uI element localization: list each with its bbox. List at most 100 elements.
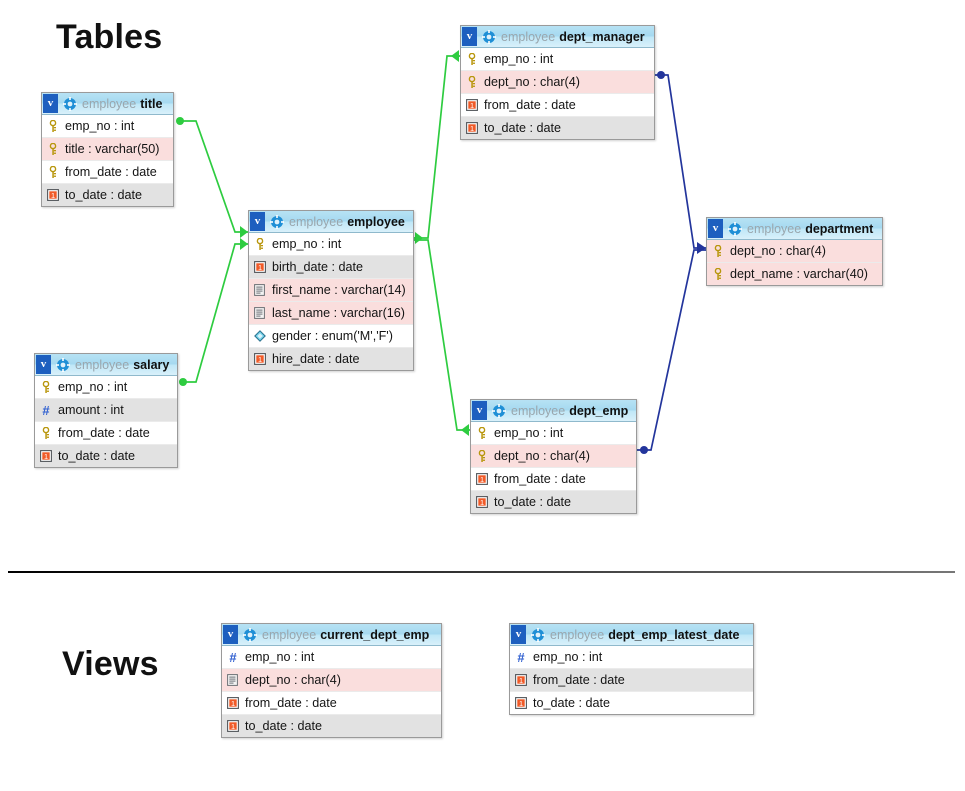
gear-icon — [270, 214, 284, 229]
column-row[interactable]: 1 from_date : date — [471, 468, 636, 491]
column-row[interactable]: dept_no : char(4) — [461, 71, 654, 94]
svg-text:1: 1 — [44, 452, 48, 461]
entity-columns: dept_no : char(4) dept_name : varchar(40) — [707, 240, 882, 285]
view-badge-icon: v — [250, 212, 265, 231]
column-label: to_date : date — [245, 719, 323, 733]
column-label: gender : enum('M','F') — [272, 329, 393, 343]
column-row[interactable]: #emp_no : int — [510, 646, 753, 669]
svg-text:1: 1 — [470, 124, 474, 133]
column-row[interactable]: emp_no : int — [249, 233, 413, 256]
gear-icon — [728, 221, 742, 236]
entity-name-label: title — [140, 96, 163, 111]
svg-text:1: 1 — [470, 101, 474, 110]
column-row[interactable]: #emp_no : int — [222, 646, 441, 669]
column-label: dept_no : char(4) — [730, 244, 826, 258]
column-row[interactable]: dept_no : char(4) — [707, 240, 882, 263]
column-row[interactable]: last_name : varchar(16) — [249, 302, 413, 325]
entity-columns: emp_no : int #amount : int from_date : dat… — [35, 376, 177, 467]
relationship-employee-title — [176, 117, 248, 238]
column-label: amount : int — [58, 403, 124, 417]
svg-text:1: 1 — [480, 475, 484, 484]
column-row[interactable]: emp_no : int — [461, 48, 654, 71]
entity-name-label: employee — [347, 214, 405, 229]
svg-text:1: 1 — [519, 676, 523, 685]
date-icon: 1 — [476, 472, 488, 486]
column-row[interactable]: emp_no : int — [42, 115, 173, 138]
column-row[interactable]: first_name : varchar(14) — [249, 279, 413, 302]
column-label: from_date : date — [494, 472, 586, 486]
text-icon — [254, 306, 266, 320]
relationship-dept_manager-department — [655, 71, 706, 254]
view-badge-icon: v — [511, 625, 526, 644]
column-row[interactable]: from_date : date — [42, 161, 173, 184]
column-row[interactable]: dept_name : varchar(40) — [707, 263, 882, 285]
key-icon — [712, 267, 724, 281]
section-divider — [8, 571, 955, 573]
column-label: birth_date : date — [272, 260, 364, 274]
date-icon: 1 — [227, 719, 239, 733]
column-row[interactable]: gender : enum('M','F') — [249, 325, 413, 348]
key-icon — [47, 165, 59, 179]
gear-icon — [482, 29, 496, 44]
column-label: from_date : date — [58, 426, 150, 440]
entity-schema-label: employee — [82, 96, 137, 111]
column-label: dept_no : char(4) — [245, 673, 341, 687]
date-icon: 1 — [515, 673, 527, 687]
column-label: emp_no : int — [58, 380, 128, 394]
entity-schema-label: employee — [747, 221, 802, 236]
column-label: emp_no : int — [533, 650, 603, 664]
column-label: dept_name : varchar(40) — [730, 267, 868, 281]
column-row[interactable]: 1 to_date : date — [222, 715, 441, 737]
key-icon — [466, 52, 478, 66]
column-label: emp_no : int — [484, 52, 554, 66]
key-icon — [254, 237, 266, 251]
column-row[interactable]: dept_no : char(4) — [471, 445, 636, 468]
entity-schema-label: employee — [511, 403, 566, 418]
column-label: from_date : date — [245, 696, 337, 710]
date-icon: 1 — [47, 188, 59, 202]
column-row[interactable]: from_date : date — [35, 422, 177, 445]
column-row[interactable]: dept_no : char(4) — [222, 669, 441, 692]
gear-icon — [63, 96, 77, 111]
date-icon: 1 — [466, 98, 478, 112]
key-icon — [47, 119, 59, 133]
svg-text:1: 1 — [480, 498, 484, 507]
column-row[interactable]: emp_no : int — [35, 376, 177, 399]
column-row[interactable]: title : varchar(50) — [42, 138, 173, 161]
number-icon: # — [229, 649, 237, 665]
column-row[interactable]: #amount : int — [35, 399, 177, 422]
column-row[interactable]: emp_no : int — [471, 422, 636, 445]
column-label: emp_no : int — [494, 426, 564, 440]
entity-columns: emp_no : int dept_no : char(4) 1 from_date … — [471, 422, 636, 513]
